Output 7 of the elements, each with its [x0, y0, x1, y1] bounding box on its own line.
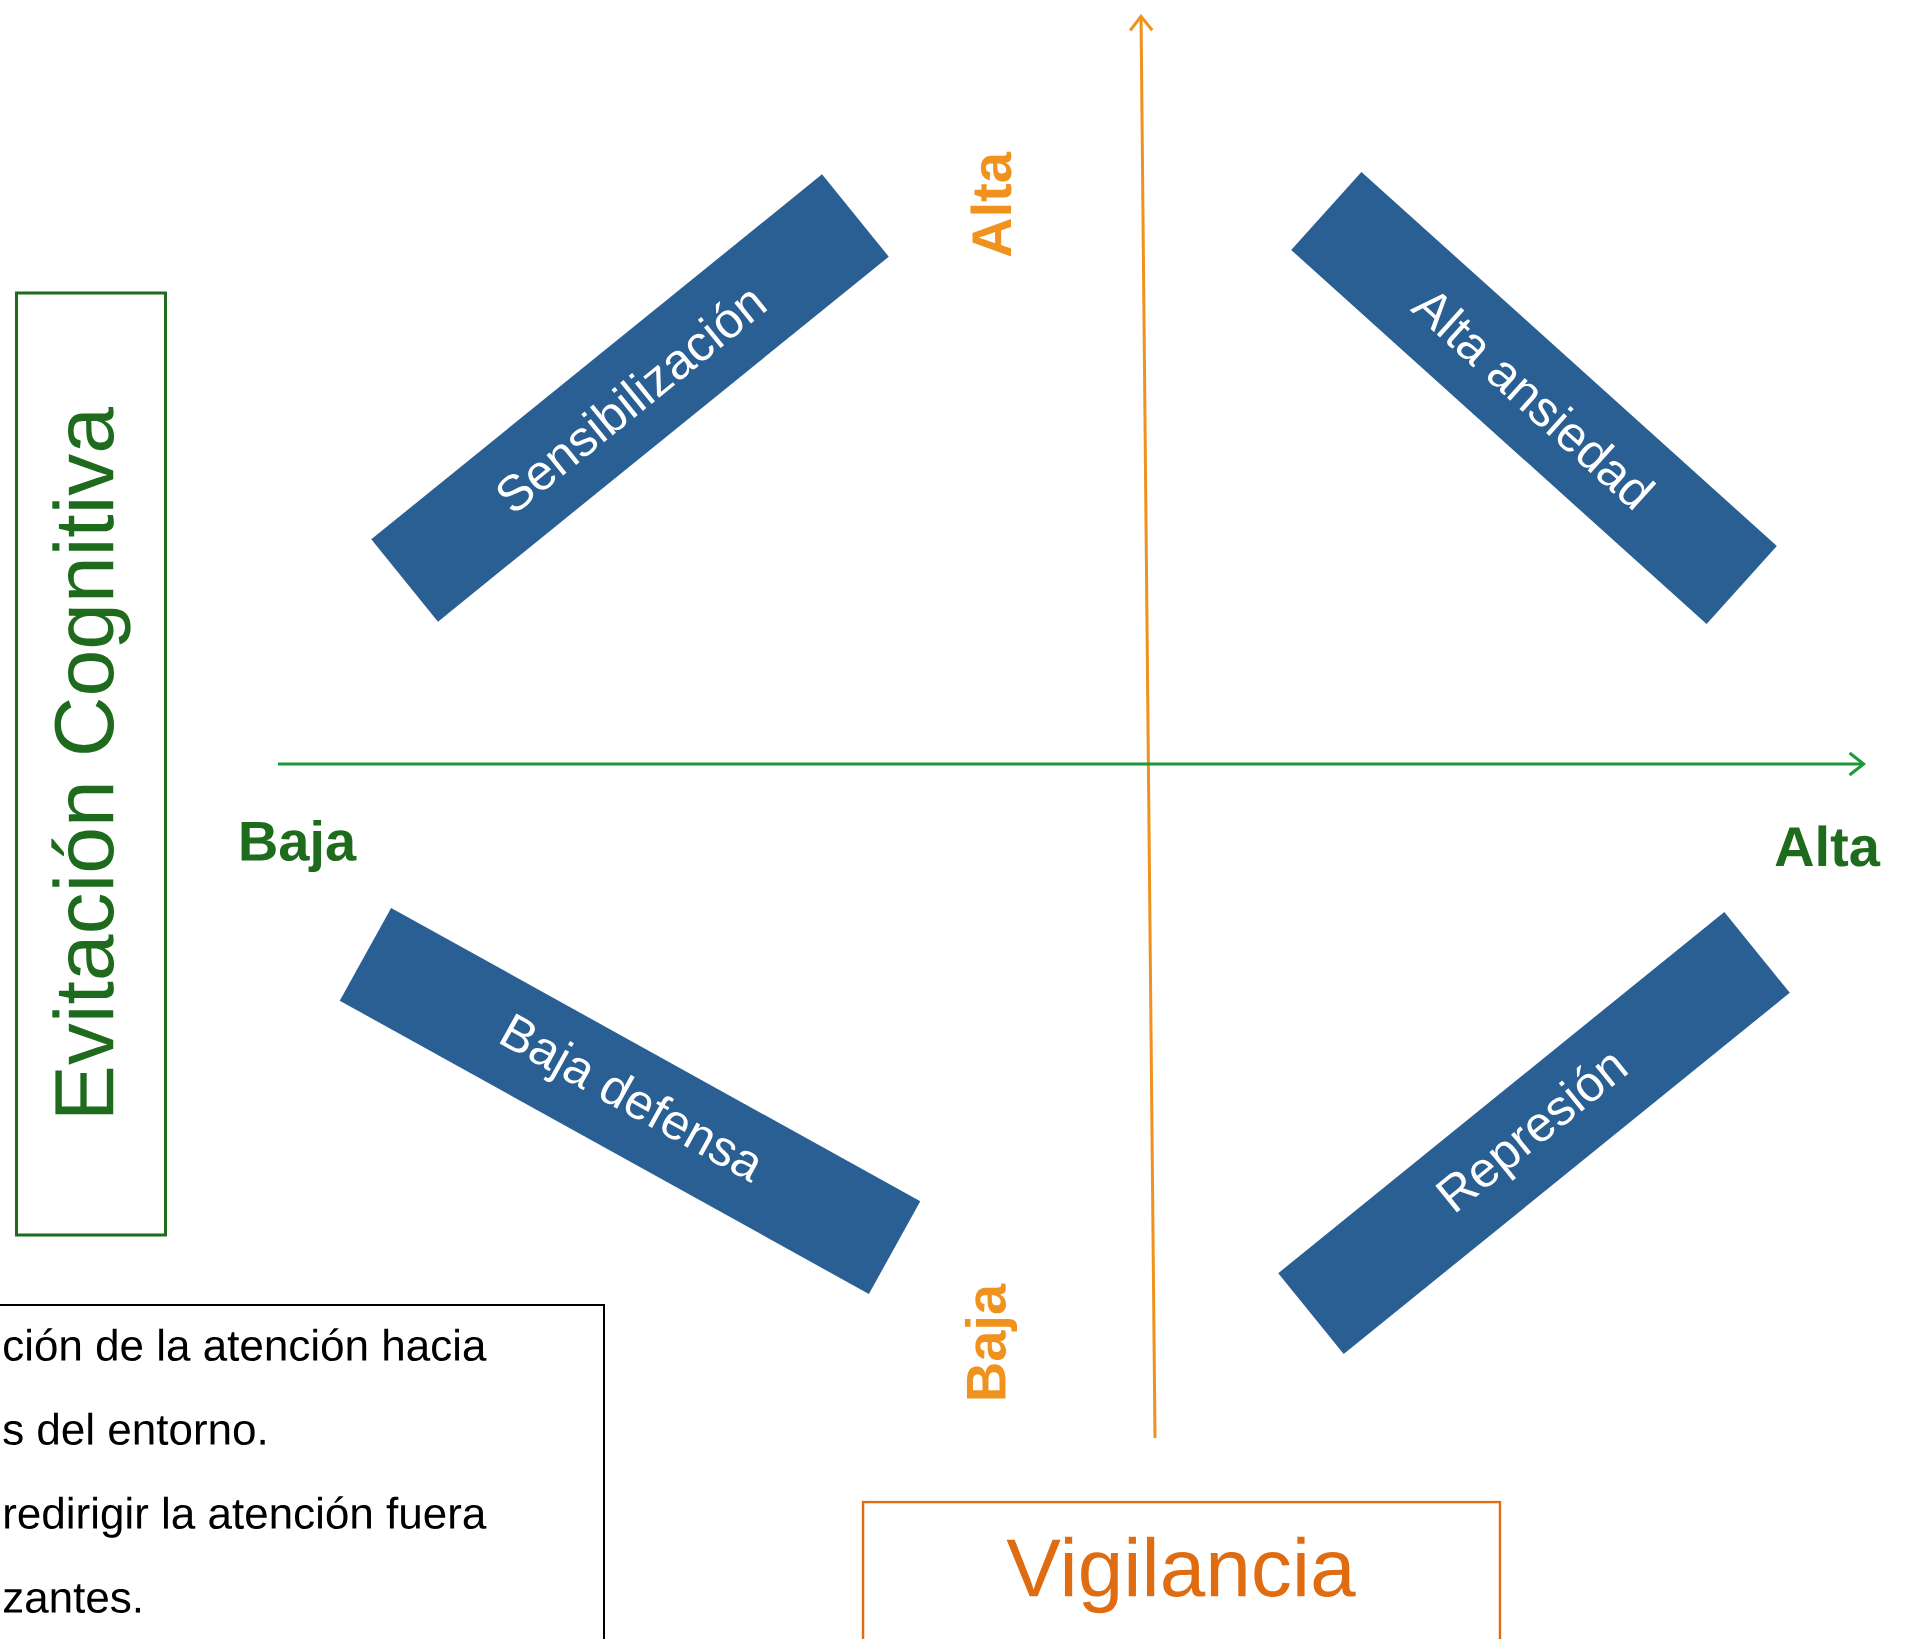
axis-title-box: Evitación Cognitiva — [15, 291, 167, 1237]
axis-label: Baja — [964, 1283, 1018, 1399]
axis-label: Alta — [970, 151, 1012, 257]
axis-title-box: Vigilancia — [861, 1500, 1502, 1639]
axis-label: Alta — [1775, 825, 1881, 867]
note-box: ción de la atención hacia s del entorno. redirigir la atención fuera zantes. — [0, 1304, 605, 1639]
axis-label: Baja — [241, 819, 357, 873]
